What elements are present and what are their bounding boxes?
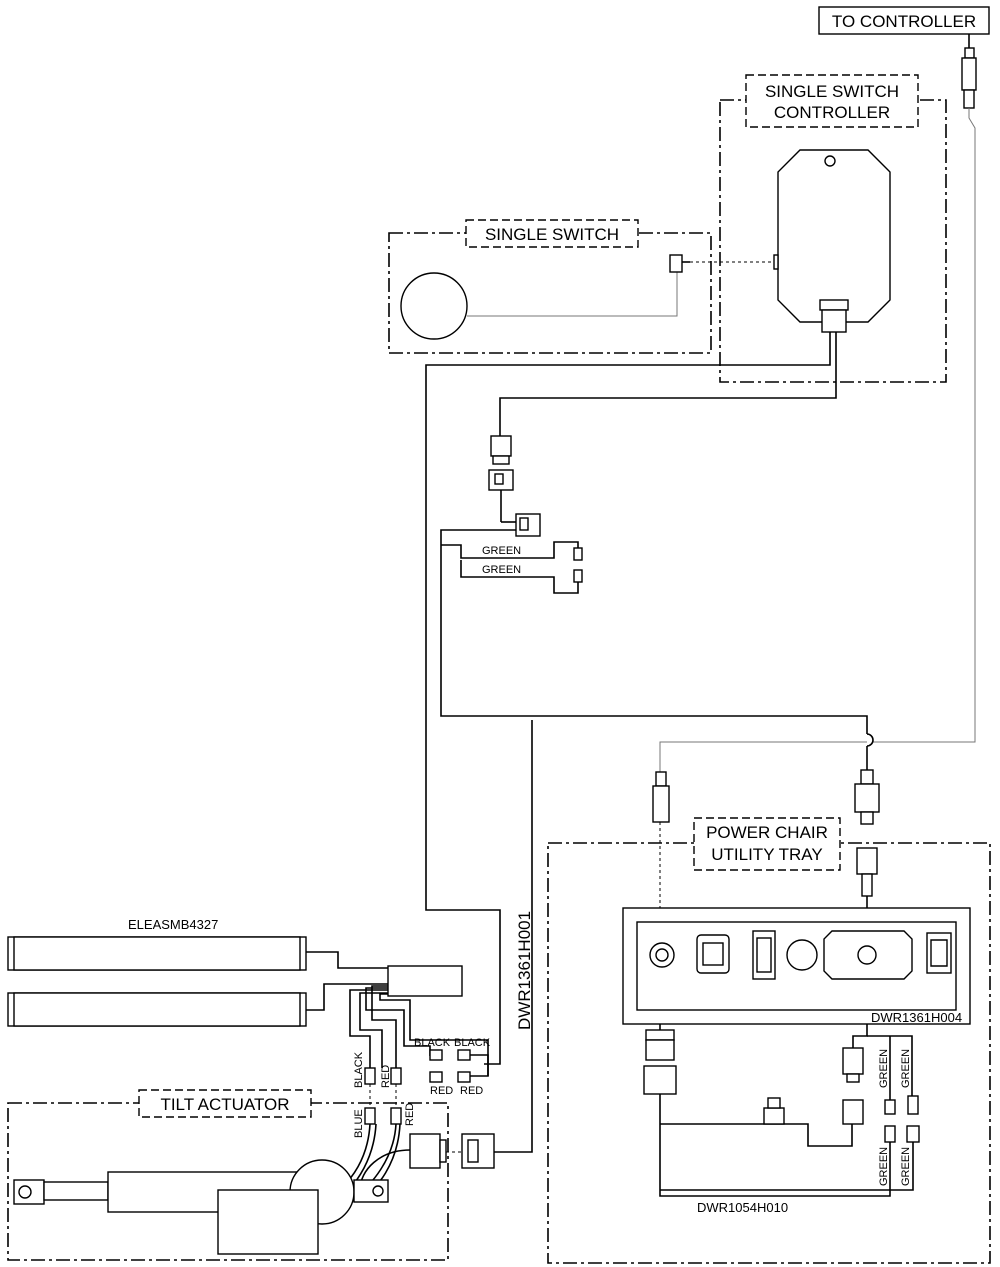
tilt-actuator-body (13, 1159, 389, 1255)
tray-plug-right (854, 769, 880, 950)
harness-main (425, 332, 831, 1065)
tray-fuse-holder (763, 1097, 785, 1125)
actuator-cylinder-bottom (7, 992, 307, 1027)
to-controller-plug (961, 34, 977, 109)
blue-vertical-label: BLUE (353, 1109, 365, 1138)
red-vertical-label: RED (380, 1065, 392, 1088)
utility-tray-panel (622, 907, 971, 1025)
harness-branch (499, 332, 837, 436)
red-wire-label-2: RED (460, 1085, 483, 1097)
dwr1361h004-label: DWR1361H004 (871, 1010, 962, 1025)
to-controller-label-box: TO CONTROLLER (818, 6, 990, 35)
black-red-connectors-upper (364, 1049, 471, 1085)
black-wire-label-1: BLACK (414, 1037, 451, 1049)
eleasmb4327-label: ELEASMB4327 (128, 917, 218, 932)
tilt-actuator-label-box: TILT ACTUATOR (138, 1089, 312, 1118)
dwr1361h001-label: DWR1361H001 (515, 911, 534, 1030)
actuator-junction-box (387, 965, 463, 997)
to-controller-label: TO CONTROLLER (832, 12, 976, 31)
harness-connector-top (488, 435, 514, 491)
harness-connector-mid (515, 513, 541, 537)
utility-tray-label-line2: UTILITY TRAY (711, 845, 822, 864)
green-wire-label-1: GREEN (482, 545, 521, 557)
dwr1054h010-label: DWR1054H010 (697, 1200, 788, 1215)
black-vertical-label: BLACK (353, 1051, 365, 1088)
green-wire-label-2: GREEN (482, 564, 521, 576)
tray-green-label-4: GREEN (900, 1147, 912, 1186)
utility-tray-label-box: POWER CHAIR UTILITY TRAY (693, 817, 841, 871)
tray-green-label-3: GREEN (878, 1147, 890, 1186)
red-wire-label-1: RED (430, 1085, 453, 1097)
actuator-cylinder-top (7, 936, 307, 971)
controller-cable (873, 108, 976, 743)
tray-round-hole (786, 939, 818, 971)
switch-button (400, 254, 774, 340)
single-switch-controller-box (773, 149, 891, 333)
single-switch-label-box: SINGLE SWITCH (465, 219, 639, 248)
black-wire-label-2: BLACK (454, 1037, 491, 1049)
utility-tray-label-line1: POWER CHAIR (706, 823, 828, 842)
tray-connector-b (842, 1047, 864, 1125)
tilt-actuator-label: TILT ACTUATOR (160, 1095, 289, 1114)
single-switch-controller-label-box: SINGLE SWITCH CONTROLLER (745, 74, 919, 128)
tray-green-label-2: GREEN (900, 1049, 912, 1088)
tray-connector-a (643, 1029, 677, 1095)
tray-green-label-1: GREEN (878, 1049, 890, 1088)
single-switch-controller-label-line2: CONTROLLER (774, 103, 890, 122)
single-switch-controller-label-line1: SINGLE SWITCH (765, 82, 899, 101)
single-switch-label: SINGLE SWITCH (485, 225, 619, 244)
tilt-actuator-connector (409, 1133, 495, 1169)
red-vertical-label-2: RED (404, 1103, 416, 1126)
